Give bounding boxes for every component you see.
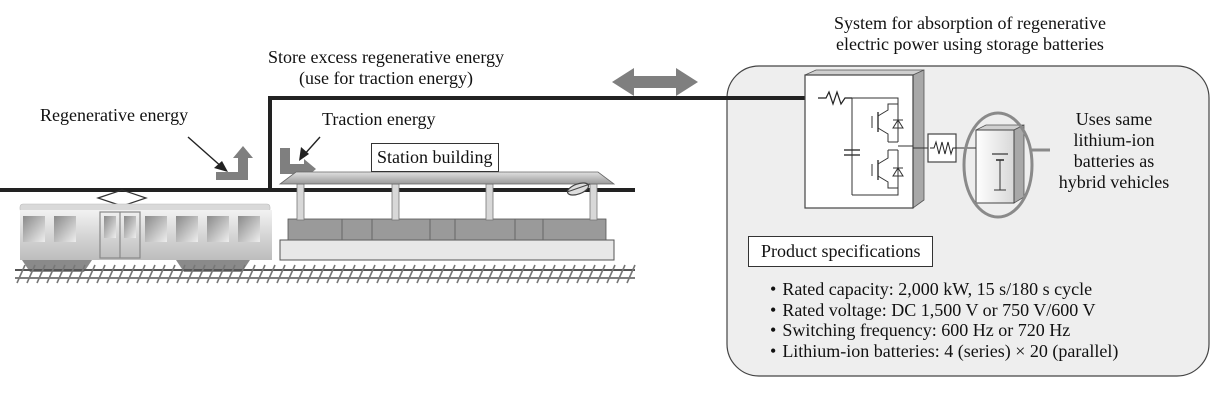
rail-tie <box>316 264 326 284</box>
train <box>19 189 272 272</box>
rail-tie <box>246 264 256 284</box>
spec-item-rated-capacity: Rated capacity: 2,000 kW, 15 s/180 s cyc… <box>770 279 1118 300</box>
overhead-wire <box>0 96 818 192</box>
rail-tie <box>386 264 396 284</box>
system-title-line2: electric power using storage batteries <box>836 34 1104 54</box>
rail-tie <box>336 264 346 284</box>
rail-tie <box>466 264 476 284</box>
rail-tie <box>626 264 636 284</box>
spec-item-lithium-ion-batteries: Lithium-ion batteries: 4 (series) × 20 (… <box>770 341 1118 362</box>
uses-line3: batteries as <box>1073 151 1155 171</box>
rail-tie <box>36 264 46 284</box>
rail-tie <box>196 264 206 284</box>
rail-tie <box>16 264 26 284</box>
regenerative-arrow-icon <box>187 136 253 180</box>
rail-tie <box>226 264 236 284</box>
bidirectional-arrow-icon <box>612 68 698 96</box>
rail-tie <box>296 264 306 284</box>
station-building-label: Station building <box>371 143 499 172</box>
rail-tie <box>346 264 356 284</box>
rail-tie <box>506 264 516 284</box>
rail-tie <box>476 264 486 284</box>
uses-line4: hybrid vehicles <box>1058 172 1170 192</box>
rail-tie <box>356 264 366 284</box>
rail-tie <box>76 264 86 284</box>
rail-tie <box>556 264 566 284</box>
rail-tie <box>56 264 66 284</box>
rail-tie <box>406 264 416 284</box>
store-energy-label: Store excess regenerative energy (use fo… <box>238 47 534 89</box>
rail-tie <box>166 264 176 284</box>
battery-unit <box>962 111 1050 219</box>
rail-tie <box>416 264 426 284</box>
rail-tie <box>526 264 536 284</box>
rail-tie <box>366 264 376 284</box>
rail-tie <box>326 264 336 284</box>
spec-item-rated-voltage: Rated voltage: DC 1,500 V or 750 V/600 V <box>770 300 1118 321</box>
rail-tie <box>596 264 606 284</box>
rail-tie <box>566 264 576 284</box>
system-title: System for absorption of regenerative el… <box>790 13 1150 55</box>
rail-tie <box>396 264 406 284</box>
station-platform <box>278 171 616 261</box>
uses-line2: lithium-ion <box>1073 130 1155 150</box>
rail-tie <box>206 264 216 284</box>
uses-line1: Uses same <box>1075 109 1153 129</box>
rail-tie <box>46 264 56 284</box>
rail-tie <box>376 264 386 284</box>
rail-tie <box>26 264 36 284</box>
rail-tie <box>216 264 226 284</box>
rail-track <box>15 264 636 284</box>
rail-tie <box>606 264 616 284</box>
power-converter <box>804 69 925 209</box>
rail-tie <box>516 264 526 284</box>
rail-tie <box>186 264 196 284</box>
rail-tie <box>176 264 186 284</box>
rail-tie <box>286 264 296 284</box>
rail-tie <box>426 264 436 284</box>
rail-tie <box>586 264 596 284</box>
traction-energy-label: Traction energy <box>322 109 436 129</box>
spec-list: Rated capacity: 2,000 kW, 15 s/180 s cyc… <box>770 279 1118 361</box>
store-energy-line1: Store excess regenerative energy <box>267 47 505 67</box>
rail-tie <box>106 264 116 284</box>
rail-tie <box>156 264 166 284</box>
rail-tie <box>616 264 626 284</box>
rail-tie <box>86 264 96 284</box>
rail-tie <box>496 264 506 284</box>
rail-tie <box>146 264 156 284</box>
rail-tie <box>96 264 106 284</box>
rail-tie <box>126 264 136 284</box>
rail-tie <box>306 264 316 284</box>
rail-tie <box>446 264 456 284</box>
rail-tie <box>546 264 556 284</box>
rail-tie <box>486 264 496 284</box>
rail-tie <box>436 264 446 284</box>
rail-tie <box>276 264 286 284</box>
store-energy-line2: (use for traction energy) <box>298 68 474 88</box>
uses-same-batteries-label: Uses same lithium-ion batteries as hybri… <box>1044 109 1184 193</box>
rail-tie <box>536 264 546 284</box>
rail-tie <box>576 264 586 284</box>
rail-tie <box>66 264 76 284</box>
regenerative-energy-label: Regenerative energy <box>40 105 189 125</box>
rail-tie <box>116 264 126 284</box>
reactor-box <box>913 133 980 163</box>
system-title-line1: System for absorption of regenerative <box>834 13 1106 33</box>
rail-tie <box>256 264 266 284</box>
product-specifications-title: Product specifications <box>748 236 934 267</box>
traction-arrow-icon <box>280 136 321 179</box>
rail-tie <box>236 264 246 284</box>
rail-tie <box>266 264 276 284</box>
rail-tie <box>136 264 146 284</box>
rail-tie <box>456 264 466 284</box>
spec-item-switching-frequency: Switching frequency: 600 Hz or 720 Hz <box>770 320 1118 341</box>
